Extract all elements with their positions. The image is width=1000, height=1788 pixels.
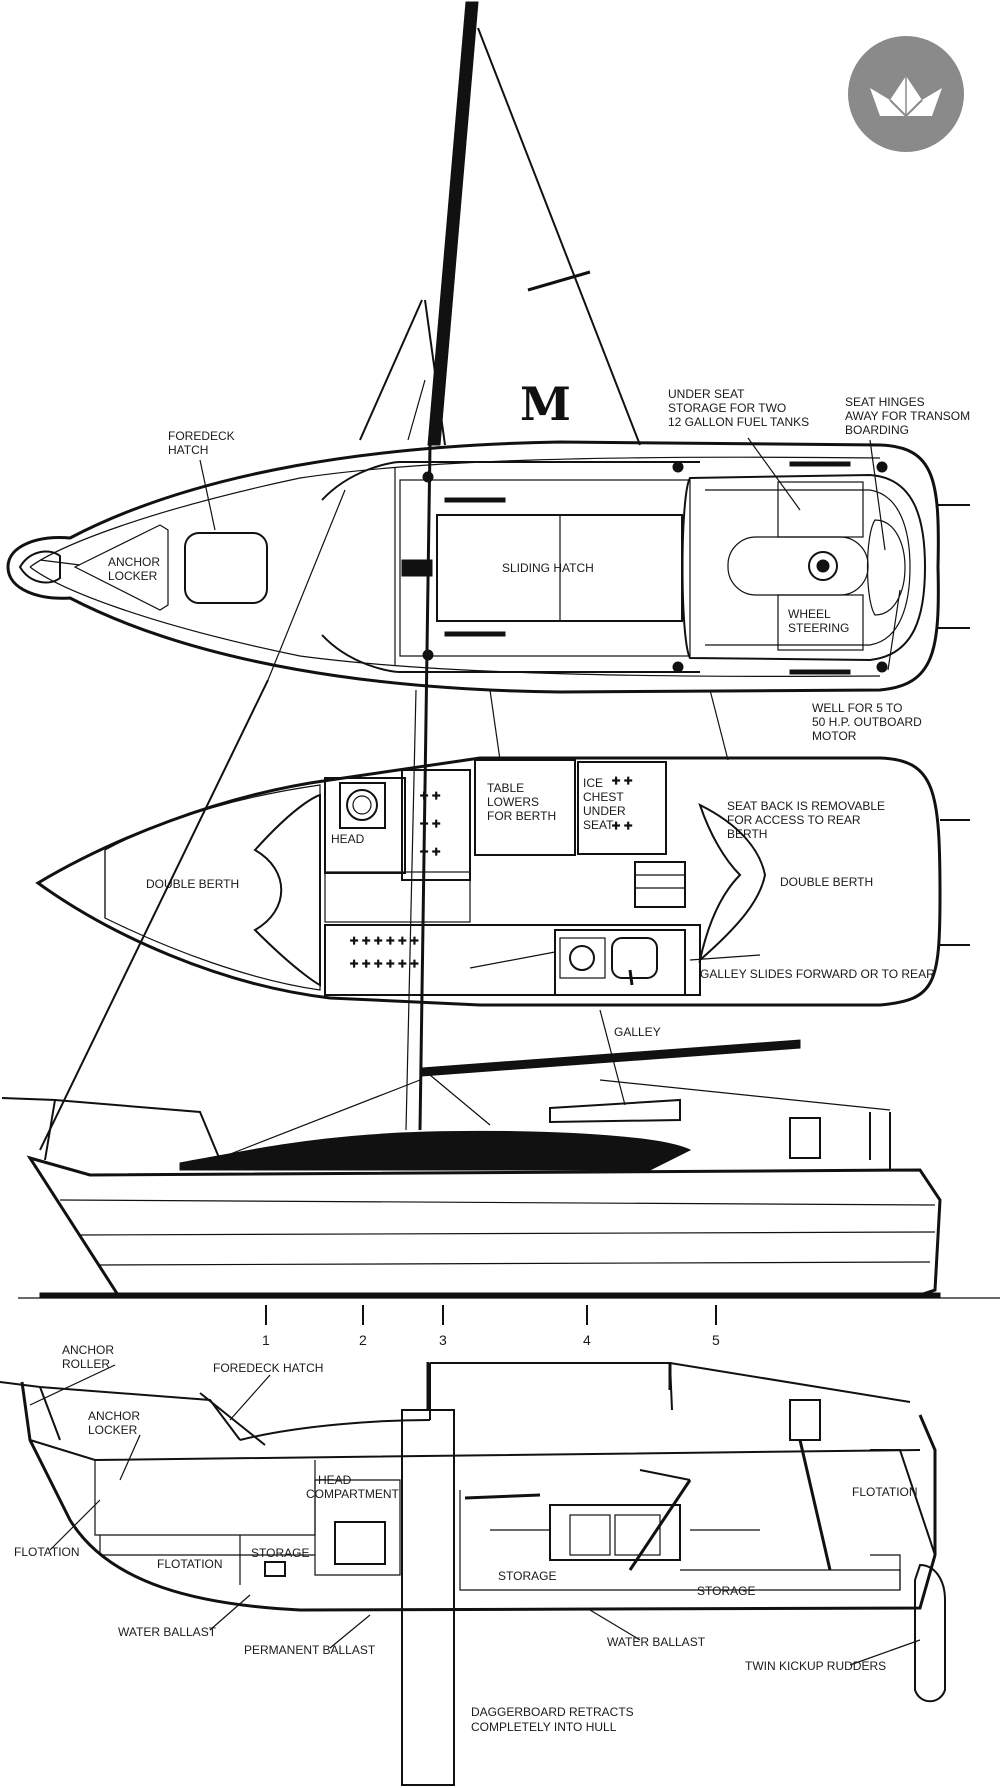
- label-storage-fwd: STORAGE: [251, 1546, 309, 1560]
- station-ticks: [265, 1305, 717, 1325]
- label-flotation-bow: FLOTATION: [14, 1545, 80, 1559]
- label-twin-rudders: TWIN KICKUP RUDDERS: [745, 1659, 886, 1673]
- label-galley: GALLEY: [614, 1025, 661, 1039]
- label-water-ballast-aft: WATER BALLAST: [607, 1635, 706, 1649]
- svg-text:+ + + + + +: + + + + + +: [350, 955, 419, 971]
- label-head: HEAD: [331, 832, 365, 846]
- label-permanent-ballast: PERMANENT BALLAST: [244, 1643, 376, 1657]
- label-storage-aft: STORAGE: [697, 1584, 755, 1598]
- label-water-ballast-fwd: WATER BALLAST: [118, 1625, 217, 1639]
- sail-rig: [39, 1, 801, 1151]
- station-1: 1: [262, 1332, 270, 1348]
- svg-text:+ +: + +: [420, 787, 440, 803]
- station-4: 4: [583, 1332, 591, 1348]
- label-foredeck-hatch-profile: FOREDECK HATCH: [213, 1361, 323, 1375]
- station-5: 5: [712, 1332, 720, 1348]
- label-double-berth-aft: DOUBLE BERTH: [780, 875, 873, 889]
- svg-text:+ +: + +: [612, 772, 632, 788]
- inboard-profile: [0, 1362, 946, 1786]
- svg-text:+ + + + + +: + + + + + +: [350, 932, 419, 948]
- svg-text:+ +: + +: [420, 815, 440, 831]
- label-flotation-mid: FLOTATION: [157, 1557, 223, 1571]
- paper-boat-icon: [848, 36, 964, 152]
- label-flotation-aft: FLOTATION: [852, 1485, 918, 1499]
- mast-letter: M: [520, 377, 571, 431]
- station-2: 2: [359, 1332, 367, 1348]
- label-sliding-hatch: SLIDING HATCH: [502, 561, 594, 575]
- outboard-profile: [1, 1079, 942, 1298]
- deck-plan: [6, 437, 970, 694]
- station-3: 3: [439, 1332, 447, 1348]
- label-galley-slides: GALLEY SLIDES FORWARD OR TO REAR: [700, 967, 935, 981]
- svg-text:+ +: + +: [612, 817, 632, 833]
- mast: [427, 1, 479, 446]
- svg-text:+ +: + +: [420, 843, 440, 859]
- label-storage-mid: STORAGE: [498, 1569, 556, 1583]
- label-double-berth-fwd: DOUBLE BERTH: [146, 877, 239, 891]
- foredeck-hatch-top: [184, 532, 268, 604]
- cabin-plan: + + + + + + + + + + + + + + + + + + + + + +: [35, 756, 970, 1106]
